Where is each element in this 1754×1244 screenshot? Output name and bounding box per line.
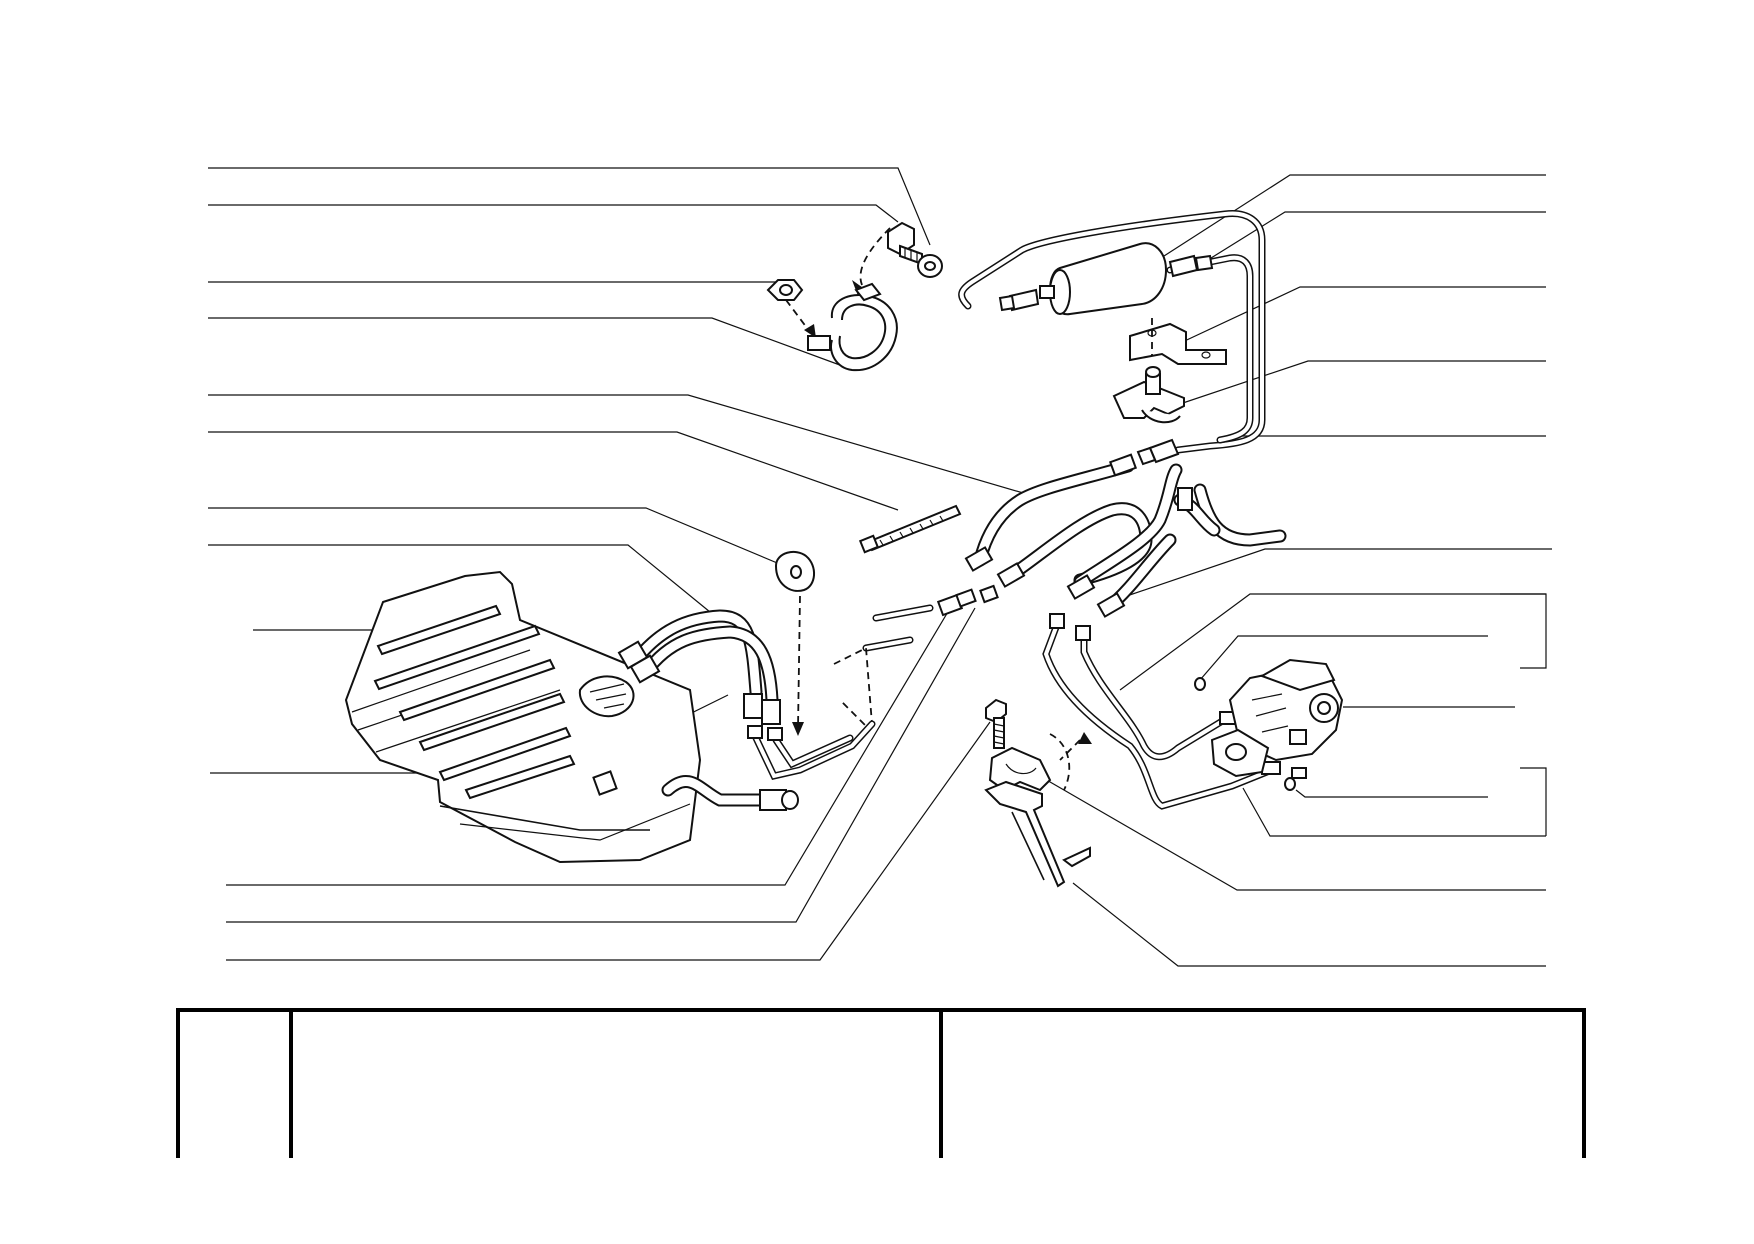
arrowhead-grommet [792,722,804,736]
bolt [887,221,923,266]
assembly-arrow-clip [1049,733,1071,791]
flange-nut [766,279,804,301]
arrowhead-clip [1078,732,1092,744]
title-block [176,1008,1586,1158]
cable-tie [858,504,962,554]
support-bracket [984,780,1091,888]
assembly-arrow-grommet [797,595,801,729]
seal-ring-top [1194,677,1206,691]
callout-leader-pipe-connector [226,599,956,886]
screw [985,698,1007,749]
callout-leader-fuel-filter [1149,174,1546,266]
carburettor-feed-pipes [1042,613,1281,810]
callout-leader-clamp [208,317,849,369]
fuel-tank [344,570,702,864]
callout-leader-cable-tie [208,431,899,511]
callout-leader-hoses-tank [208,544,711,613]
callout-leader-grommet [208,507,783,566]
fuel-sender-unit [578,675,635,718]
bracket-clip [1112,366,1185,424]
callout-leader-filter-bracket [1175,286,1546,346]
hose-clamps-centre [964,453,1193,618]
callout-leader-nut [208,281,791,291]
callout-leader-support-bracket [1072,882,1546,967]
callout-leader-hose-return [1114,548,1552,601]
assembly-arrow-clip-tail [1059,739,1081,761]
callout-leader-feed-pipe [1242,787,1546,837]
pipe-union-upper [1136,438,1180,466]
callout-leader-fuel-hose-upper [208,394,1031,496]
pipe-clamp [807,282,898,372]
fuel-filter [1039,242,1168,316]
callout-leader-return-pipe [1119,593,1546,691]
callout-leader-washer [208,167,931,246]
filter-bracket [1129,318,1227,365]
arrowhead-nut [804,324,816,338]
callout-leader-pipe-clip [1037,774,1546,891]
filter-outlet-connector [1168,254,1214,278]
callout-leader-bolt [208,204,899,223]
callout-leader-seal-ring-top [1199,635,1488,681]
washer [917,254,943,278]
grommet [774,550,815,592]
filter-inlet-connector [998,288,1040,312]
callout-leader-bracket-right-bottom [1520,767,1547,836]
tank-hoses [617,609,781,725]
upper-rigid-pipe [958,210,1266,454]
callout-leader-fuel-tank [253,629,381,639]
pipe-clip [988,746,1052,792]
assembly-arrow-bolt [859,227,891,286]
dashed-routing-outline [833,646,873,728]
callout-leader-bracket-clip [1161,360,1546,411]
title-block-top-border [176,1008,1586,1158]
tank-rigid-pipes [747,720,876,781]
callout-leader-screw [226,721,991,961]
filler-neck-hose [661,775,799,811]
seal-ring-bottom [1284,777,1296,791]
callout-leader-bracket-right-top [1500,593,1547,669]
flexible-hoses-centre [973,459,1287,613]
callout-leader-seal-ring-bottom [1295,789,1488,798]
pipe-connector [862,584,999,652]
callout-leader-union [226,607,976,923]
tank-strap-clip [592,770,618,796]
callout-leader-filter-outlet [1194,211,1546,269]
assembly-arrow-nut [785,299,811,333]
carburettor [1210,658,1344,779]
